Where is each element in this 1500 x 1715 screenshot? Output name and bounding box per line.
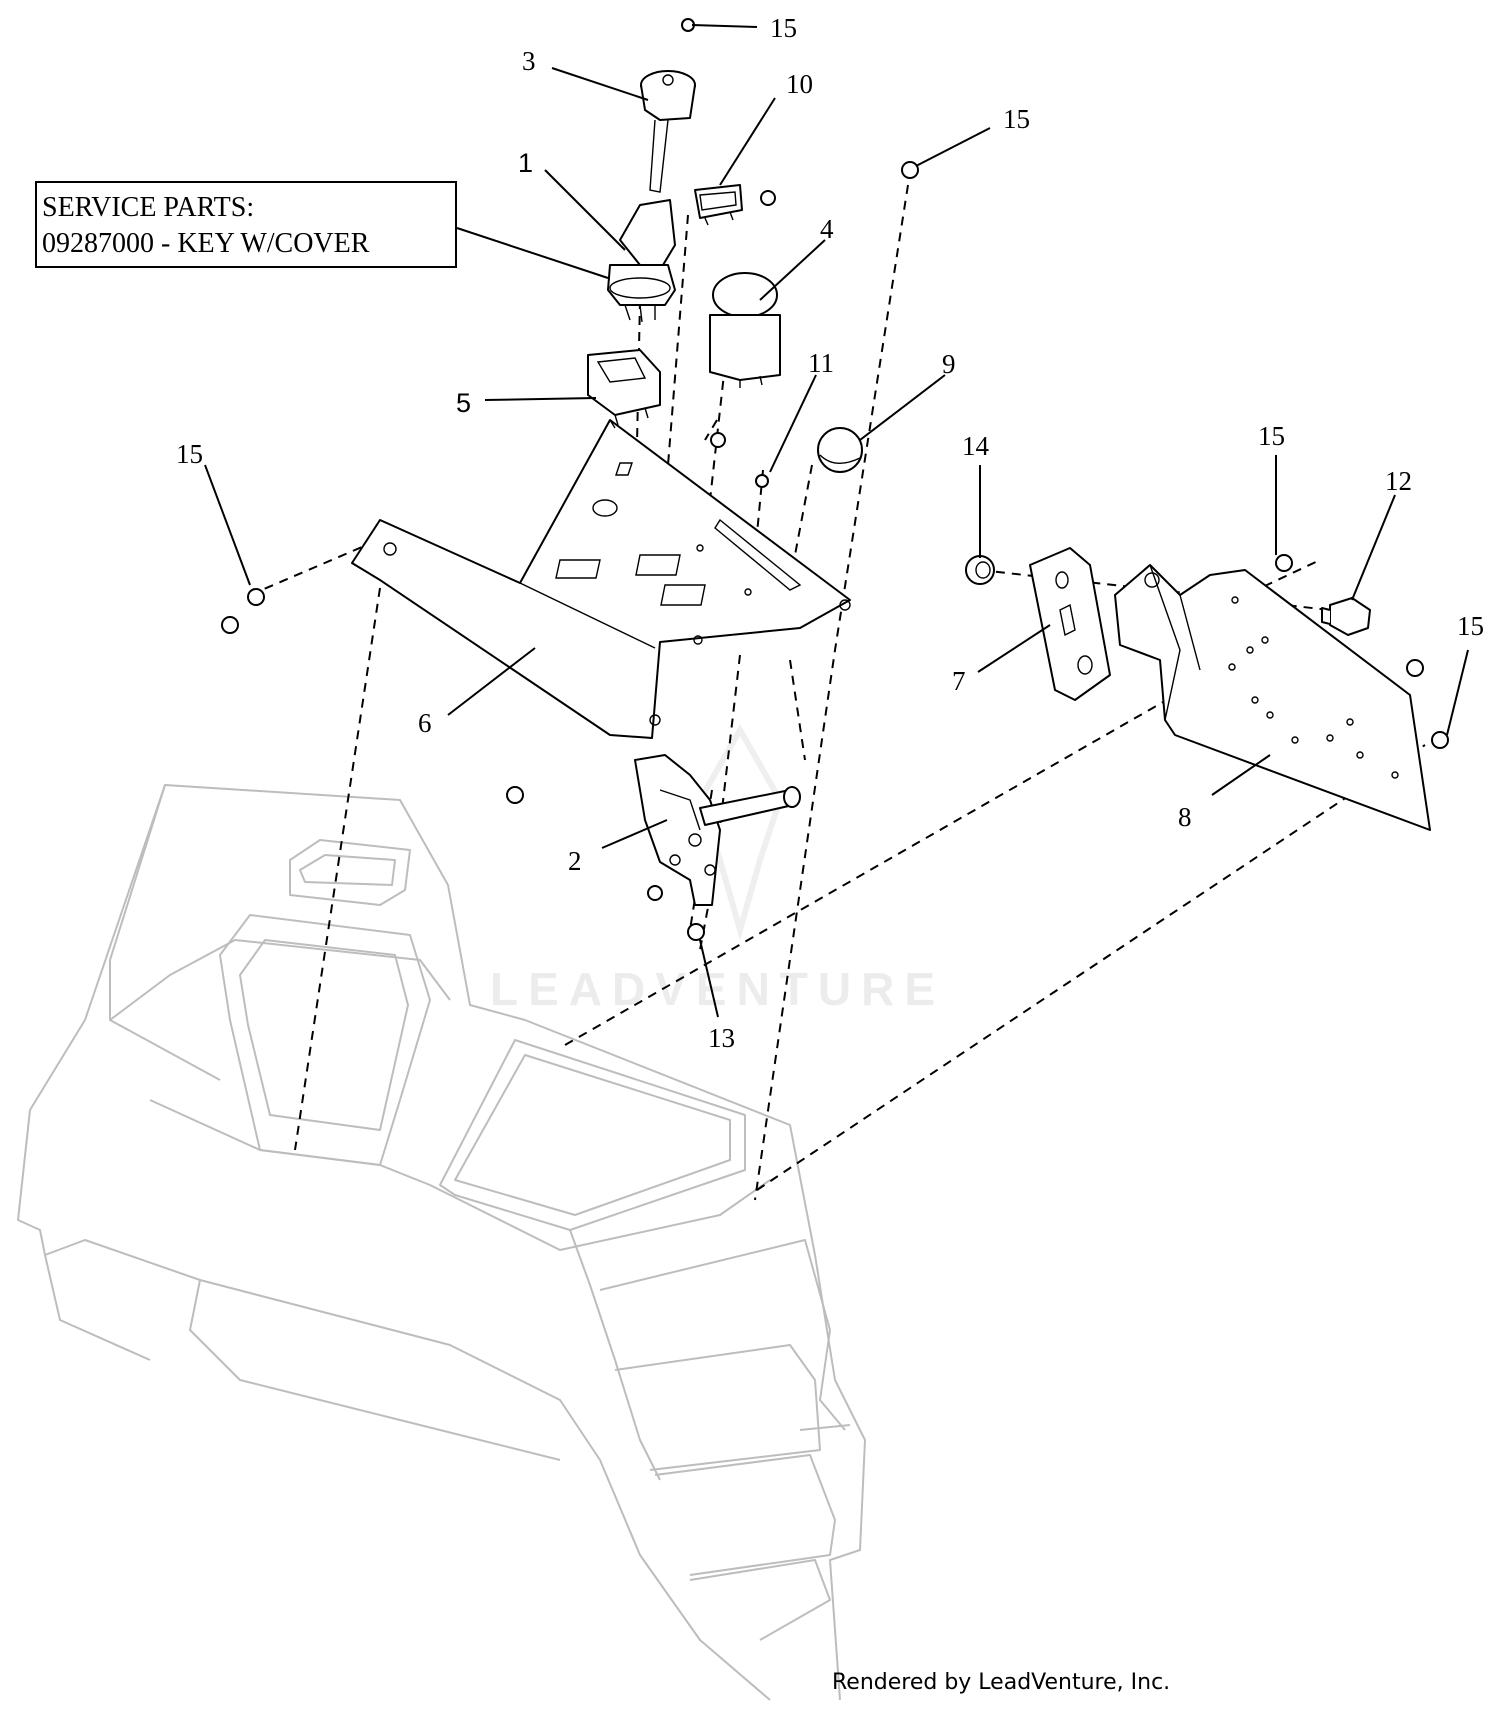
callout-11: 11 <box>808 348 834 378</box>
callout-3: 3 <box>522 46 536 76</box>
service-parts-title: SERVICE PARTS: <box>42 192 254 223</box>
screw-15-right <box>901 161 919 179</box>
callout-6: 6 <box>418 708 432 738</box>
callout-numbers: 15 3 10 15 1 4 11 9 5 15 14 15 12 15 6 7… <box>176 13 1484 1053</box>
fasteners <box>221 18 1449 941</box>
hex-bolt <box>1321 597 1371 636</box>
callout-12: 12 <box>1385 466 1412 496</box>
ignition-key <box>640 70 696 193</box>
knob <box>817 427 863 473</box>
callout-15-right: 15 <box>1003 104 1030 134</box>
rocker-switch-small <box>694 184 743 226</box>
service-parts-box: SERVICE PARTS: 09287000 - KEY W/COVER <box>35 181 457 268</box>
bushing <box>965 555 995 585</box>
callout-8: 8 <box>1178 802 1192 832</box>
watermark-text: LEADVENTURE <box>490 963 945 1015</box>
screw-11 <box>755 474 769 488</box>
interlock-switch <box>634 754 801 906</box>
screw-15-bracket-low <box>1431 731 1449 749</box>
callout-5: 5 <box>456 388 471 418</box>
screw-panel <box>710 432 726 448</box>
ignition-switch <box>607 199 676 323</box>
callout-1: 1 <box>518 148 533 178</box>
screw-bracket-mid <box>1406 659 1424 677</box>
callout-15-top: 15 <box>770 13 797 43</box>
callout-15-left: 15 <box>176 439 203 469</box>
console-housing <box>17 784 866 1701</box>
render-credit: Rendered by LeadVenture, Inc. <box>832 1670 1171 1695</box>
callout-10: 10 <box>786 69 813 99</box>
screw-left-lower <box>221 616 239 634</box>
callout-15-bracket-low: 15 <box>1457 611 1484 641</box>
screw-mid <box>760 190 776 206</box>
control-panel-bracket <box>351 419 851 739</box>
service-parts-item: 09287000 - KEY W/COVER <box>42 228 370 259</box>
mounting-bracket <box>1114 564 1431 831</box>
callout-2: 2 <box>568 846 582 876</box>
callout-9: 9 <box>942 349 956 379</box>
screw-15-left <box>247 588 265 606</box>
callout-13: 13 <box>708 1023 735 1053</box>
screw-15-bracket <box>1275 554 1293 572</box>
rocker-switch <box>587 349 661 426</box>
adjustment-plate <box>1029 547 1111 701</box>
callout-14: 14 <box>962 431 990 461</box>
callout-7: 7 <box>952 666 966 696</box>
callout-4: 4 <box>820 214 834 244</box>
screw-console <box>506 786 524 804</box>
pto-switch <box>709 272 781 388</box>
nut-13 <box>687 923 705 941</box>
leader-lines <box>204 24 1469 1018</box>
callout-15-bracket: 15 <box>1258 421 1285 451</box>
watermark: LEADVENTURE <box>490 723 945 1015</box>
